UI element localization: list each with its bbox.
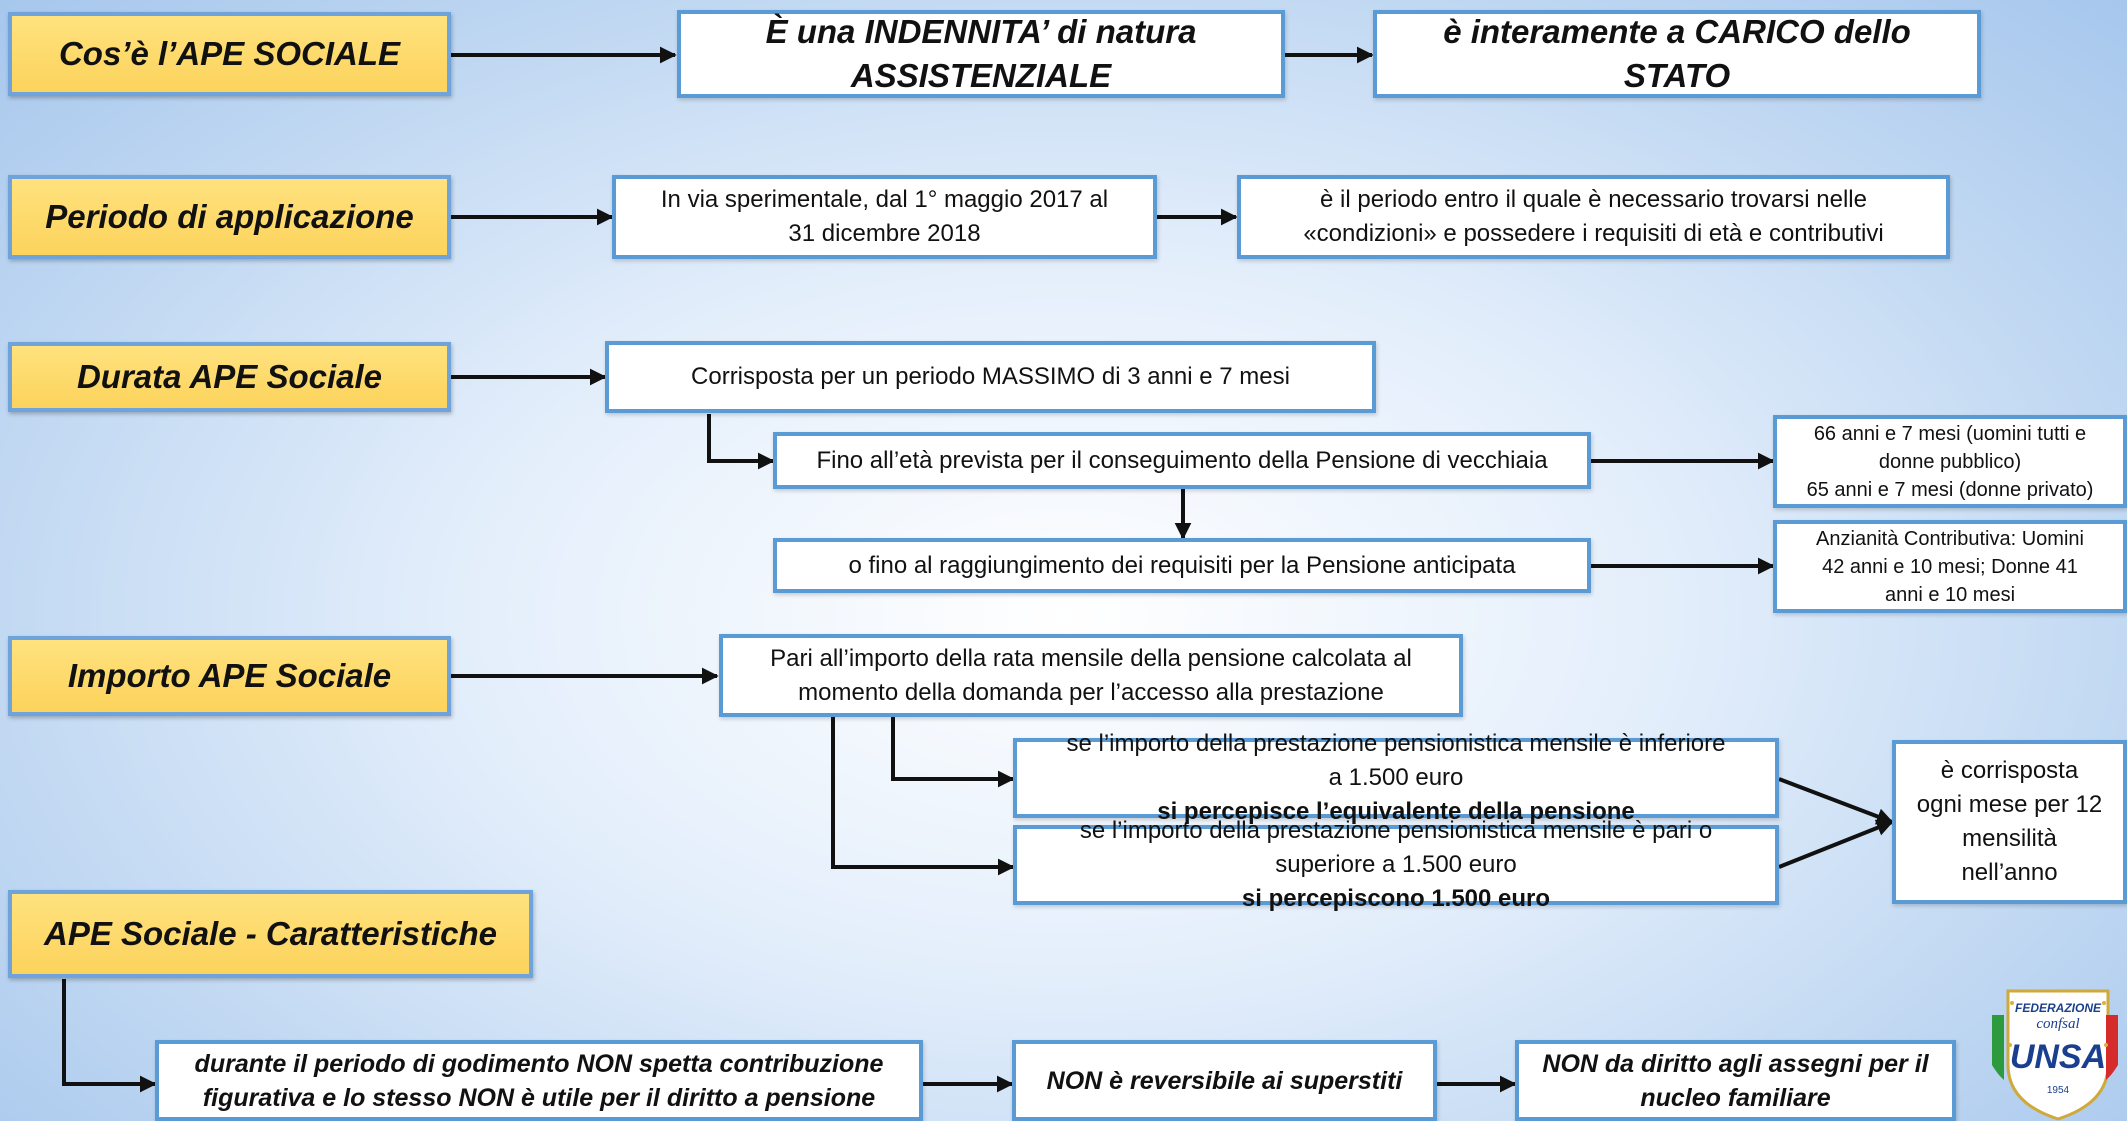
box-periodo-condizioni: è il periodo entro il quale è necessario…: [1237, 175, 1950, 259]
box-line: Anzianità Contributiva: Uomini: [1816, 527, 2084, 550]
box-indennita-assistenziale: È una INDENNITA’ di natura ASSISTENZIALE: [677, 10, 1285, 98]
logo-unsa: UNSA: [2010, 1038, 2106, 1076]
box-line: NON è reversibile ai superstiti: [1046, 1066, 1403, 1095]
federazione-confsal-unsa-logo: FEDERAZIONE confsal UNSA 1954: [1992, 989, 2118, 1121]
box-pensione-anticipata: o fino al raggiungimento dei requisiti p…: [773, 538, 1591, 593]
arrow-case1-to-result: [1778, 777, 1894, 825]
box-corrisposta-mensilita: è corrisposta ogni mese per 12 mensilità…: [1892, 740, 2127, 904]
arrow-durata-to-vecchiaia: [707, 414, 775, 470]
box-periodo-massimo: Corrisposta per un periodo MASSIMO di 3 …: [605, 341, 1376, 413]
box-line: ogni mese per 12: [1916, 791, 2103, 818]
box-line: durante il periodo di godimento NON spet…: [194, 1049, 884, 1078]
box-line: NON da diritto agli assegni per il: [1542, 1049, 1929, 1078]
label-periodo-applicazione: Periodo di applicazione: [8, 175, 451, 259]
box-line: 66 anni e 7 mesi (uomini tutti e: [1813, 422, 2087, 445]
label-text: Periodo di applicazione: [45, 198, 414, 235]
box-carico-stato: è interamente a CARICO dello STATO: [1373, 10, 1981, 98]
box-line: È una INDENNITA’ di natura: [765, 13, 1197, 50]
box-line: 42 anni e 10 mesi; Donne 41: [1822, 555, 2078, 578]
box-line: nucleo familiare: [1640, 1083, 1831, 1112]
box-line: «condizioni» e possedere i requisiti di …: [1303, 220, 1884, 247]
label-text: Importo APE Sociale: [67, 657, 392, 694]
box-line: a 1.500 euro si percepisce l’equivalente…: [1157, 761, 1635, 829]
box-line: anni e 10 mesi: [1884, 583, 2016, 606]
box-importo-superiore: se l’importo della prestazione pensionis…: [1013, 817, 1779, 912]
box-line: superiore a 1.500 euro si percepiscono 1…: [1242, 848, 1550, 916]
box-line: STATO: [1623, 57, 1731, 94]
logo-confsal: confsal: [2036, 1016, 2079, 1032]
arrow-caratteristiche-to-box1: [62, 979, 157, 1093]
box-line: è il periodo entro il quale è necessario…: [1320, 186, 1867, 213]
label-text: Cos’è l’APE SOCIALE: [58, 35, 401, 72]
label-importo-ape-sociale: Importo APE Sociale: [8, 636, 451, 716]
box-line: mensilità: [1962, 825, 2057, 852]
box-line: Pari all’importo della rata mensile dell…: [770, 644, 1412, 672]
arrow-importo-to-case1: [891, 717, 1015, 788]
box-periodo-sperimentale: In via sperimentale, dal 1° maggio 2017 …: [612, 175, 1157, 259]
box-contribuzione-figurativa: durante il periodo di godimento NON spet…: [155, 1040, 923, 1121]
box-line: se l’importo della prestazione pensionis…: [1079, 817, 1713, 844]
box-line: o fino al raggiungimento dei requisiti p…: [848, 551, 1516, 579]
label-durata-ape-sociale: Durata APE Sociale: [8, 342, 451, 412]
text-bold: si percepiscono 1.500 euro: [1241, 885, 1551, 912]
arrow-case2-to-result: [1778, 819, 1894, 869]
box-importo-inferiore: se l’importo della prestazione pensionis…: [1013, 730, 1779, 825]
box-anzianita-contributiva: Anzianità Contributiva: Uomini 42 anni e…: [1773, 520, 2127, 613]
text-bold: si percepisce l’equivalente della pensio…: [1157, 798, 1635, 825]
box-line: figurativa e lo stesso NON è utile per i…: [202, 1083, 876, 1112]
box-line: momento della domanda per l’accesso alla…: [798, 678, 1384, 706]
logo-year: 1954: [2047, 1085, 2070, 1096]
box-line: Fino all’età prevista per il conseguimen…: [816, 446, 1548, 474]
box-line: 65 anni e 7 mesi (donne privato): [1806, 478, 2094, 501]
logo-stars: [2008, 1001, 2108, 1047]
box-pensione-vecchiaia: Fino all’età prevista per il conseguimen…: [773, 432, 1591, 489]
box-assegni-nucleo-familiare: NON da diritto agli assegni per il nucle…: [1515, 1040, 1956, 1121]
box-line: donne pubblico): [1878, 450, 2022, 473]
arrow-importo-to-case2: [831, 717, 1015, 876]
label-cose-ape-sociale: Cos’è l’APE SOCIALE: [8, 12, 451, 96]
label-text: APE Sociale - Caratteristiche: [43, 915, 497, 952]
label-ape-sociale-caratteristiche: APE Sociale - Caratteristiche: [8, 890, 533, 978]
label-text: Durata APE Sociale: [76, 358, 383, 395]
logo-federazione: FEDERAZIONE: [2015, 1001, 2102, 1015]
text-normal: superiore a 1.500 euro: [1275, 851, 1517, 878]
box-vecchiaia-requisiti: 66 anni e 7 mesi (uomini tutti e donne p…: [1773, 415, 2127, 508]
box-line: In via sperimentale, dal 1° maggio 2017 …: [660, 186, 1109, 213]
box-line: ASSISTENZIALE: [850, 57, 1112, 94]
text-normal: a 1.500 euro: [1328, 764, 1464, 791]
box-line: Corrisposta per un periodo MASSIMO di 3 …: [691, 363, 1290, 390]
box-line: nell’anno: [1961, 859, 2058, 886]
box-line: è interamente a CARICO dello: [1443, 13, 1911, 50]
box-line: 31 dicembre 2018: [788, 220, 981, 247]
box-line: se l’importo della prestazione pensionis…: [1066, 730, 1726, 757]
box-non-reversibile: NON è reversibile ai superstiti: [1012, 1040, 1437, 1121]
box-importo-rata-mensile: Pari all’importo della rata mensile dell…: [719, 634, 1463, 717]
box-line: è corrisposta: [1940, 757, 2079, 784]
